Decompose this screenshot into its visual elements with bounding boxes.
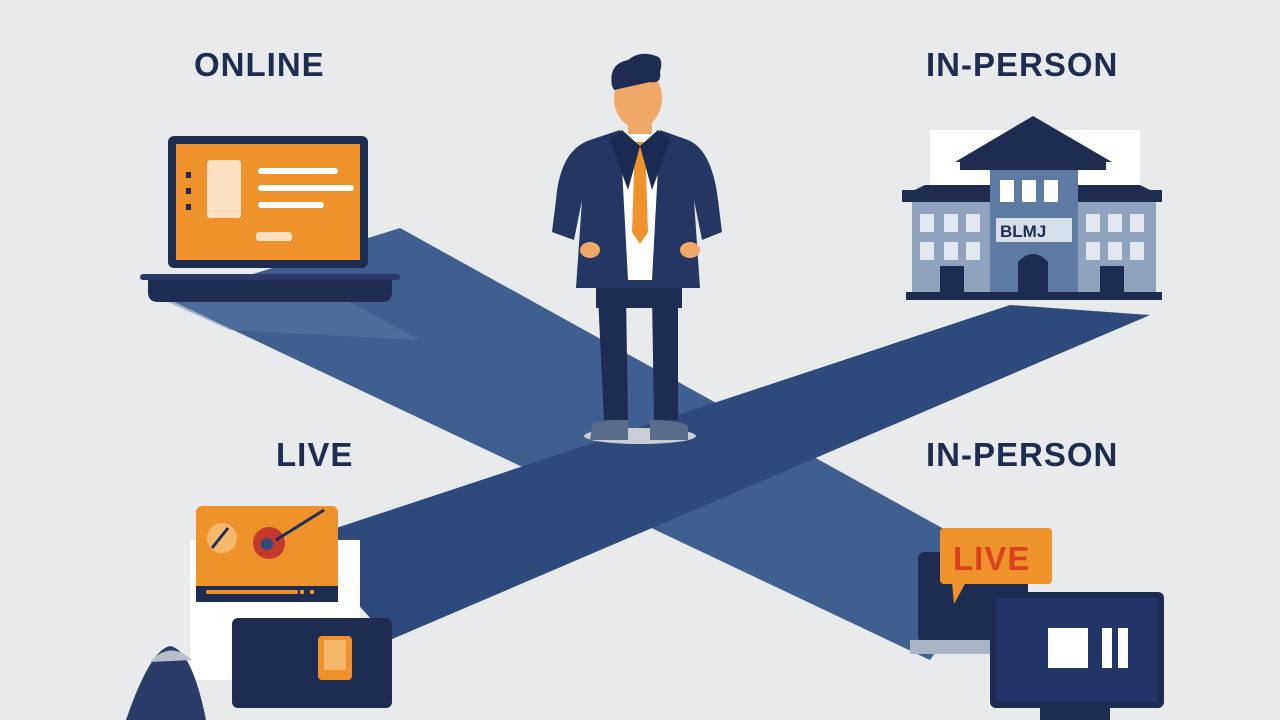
building-sign: BLMJ: [1000, 222, 1046, 241]
path-inperson-to-bottom-left: [300, 305, 1150, 640]
live-video-icon: [126, 506, 392, 720]
label-live: LIVE: [276, 436, 354, 473]
live-badge-text: LIVE: [953, 540, 1030, 577]
label-in-person-top: IN-PERSON: [926, 46, 1119, 83]
label-online: ONLINE: [194, 46, 325, 83]
laptop-icon: [140, 136, 400, 302]
businessman-figure: [552, 53, 722, 444]
label-in-person-bottom: IN-PERSON: [926, 436, 1119, 473]
live-badge: [940, 528, 1052, 584]
crossing-paths: [168, 228, 1150, 660]
building-icon: BLMJ: [902, 116, 1162, 300]
path-shadow: [168, 302, 420, 340]
live-stream-monitor: LIVE: [910, 528, 1164, 720]
